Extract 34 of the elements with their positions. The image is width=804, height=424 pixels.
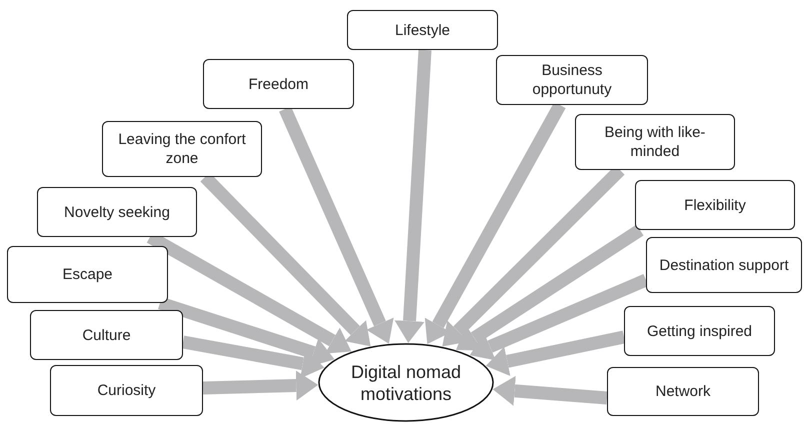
motivation-box bbox=[30, 310, 183, 360]
arrow bbox=[486, 330, 626, 376]
arrow bbox=[492, 376, 608, 406]
node-label: Novelty seeking bbox=[64, 202, 170, 222]
motivation-box bbox=[635, 180, 795, 230]
node-label: Destination support bbox=[659, 256, 789, 274]
motivation-box bbox=[496, 55, 648, 105]
arrow bbox=[456, 224, 644, 351]
arrow bbox=[279, 106, 394, 344]
arrow bbox=[202, 370, 318, 400]
node-label: Digital nomad motivations bbox=[350, 360, 462, 404]
motivation-box bbox=[347, 10, 498, 50]
node-label: Getting inspired bbox=[646, 322, 752, 340]
node-label: Curiosity bbox=[97, 381, 156, 400]
motivation-box bbox=[624, 306, 775, 356]
node-label: Lifestyle bbox=[394, 20, 450, 40]
motivation-box bbox=[646, 237, 802, 293]
node-label: Flexibility bbox=[684, 196, 746, 214]
motivation-box bbox=[575, 114, 735, 170]
motivation-box bbox=[37, 187, 197, 237]
node-label: Escape bbox=[62, 265, 113, 284]
arrow bbox=[394, 50, 432, 344]
motivation-box bbox=[7, 246, 168, 303]
node-label: Business opportunuty bbox=[531, 61, 613, 99]
node-label: Network bbox=[655, 382, 710, 401]
node-label: Leaving the confort zone bbox=[117, 130, 247, 168]
node-label: Being with like-minded bbox=[604, 123, 706, 161]
node-label: Freedom bbox=[248, 74, 309, 94]
node-label: Culture bbox=[82, 326, 131, 344]
arrow bbox=[182, 336, 324, 378]
motivation-box bbox=[102, 121, 262, 177]
motivation-box bbox=[203, 59, 354, 109]
motivation-box bbox=[50, 365, 203, 416]
motivation-box bbox=[607, 367, 759, 416]
